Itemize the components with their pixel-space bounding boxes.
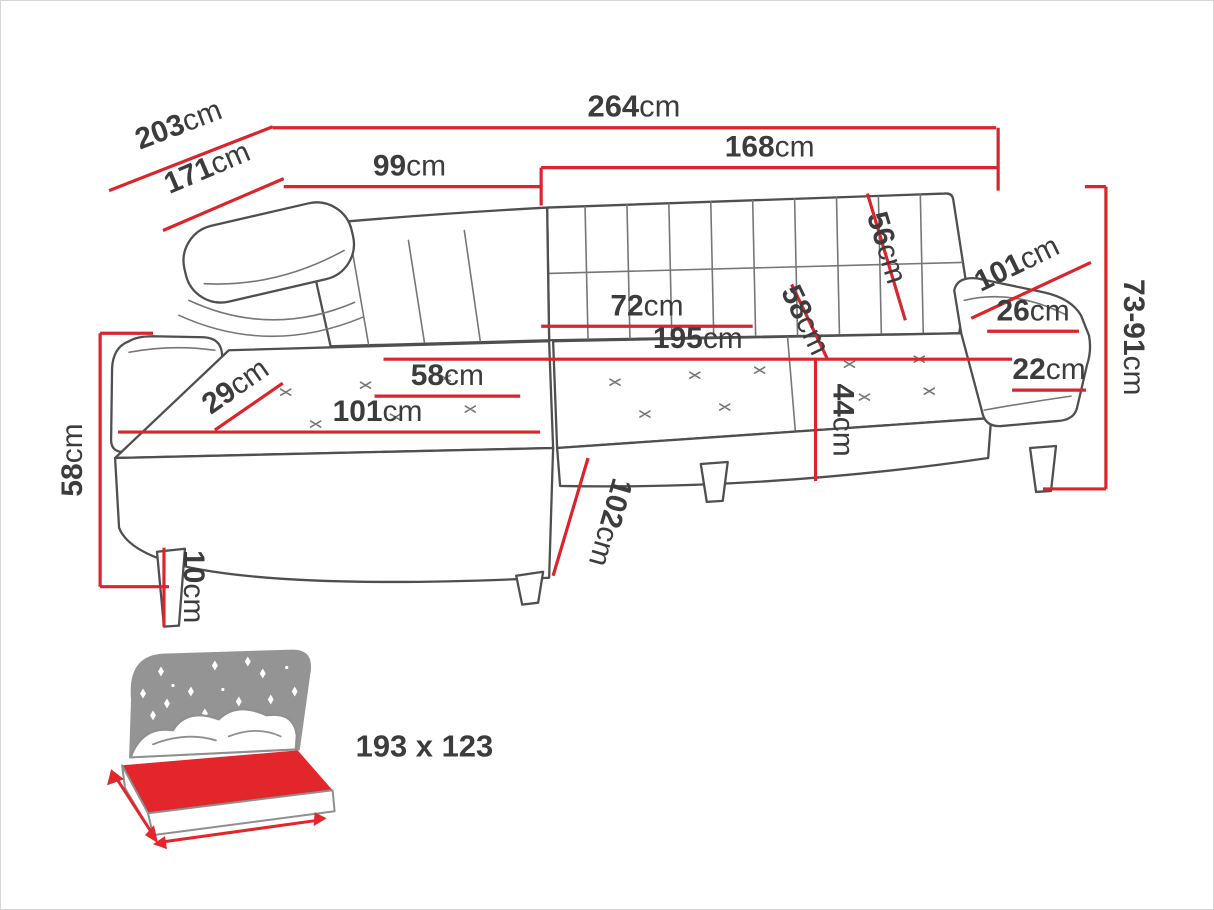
dimension-line-inner-depth bbox=[162, 177, 285, 232]
bed-length-arrow bbox=[160, 818, 319, 844]
dimension-label-chaise-front-height: 102cm bbox=[582, 475, 638, 570]
dimension-label-back-cushion-width: 72cm bbox=[610, 289, 683, 322]
dimension-line-armrest-depth bbox=[970, 260, 1092, 320]
star-dot-icon bbox=[171, 683, 175, 688]
dimension-line-backrest-height bbox=[865, 193, 907, 321]
dimension-label-overall-width: 264cm bbox=[588, 89, 681, 124]
dimension-label-leg-height: 10cm bbox=[177, 550, 210, 623]
dimension-line-back-right-width bbox=[539, 166, 999, 206]
dimension-label-back-height-range: 73-91cm bbox=[1117, 279, 1150, 395]
backrest-left-tufts bbox=[351, 229, 482, 346]
dimension-label-armrest-front-width: 22cm bbox=[1012, 353, 1085, 386]
bed-width-arrowhead-icon bbox=[107, 769, 125, 786]
chaise-front-panel bbox=[113, 446, 555, 584]
dimension-label-back-right-width: 168cm bbox=[725, 131, 815, 164]
dimension-label-chaise-cushion-width: 58cm bbox=[411, 359, 484, 392]
star-dot-icon bbox=[285, 665, 289, 670]
main-front-panel bbox=[555, 416, 993, 488]
headrest bbox=[182, 201, 356, 304]
bed-width-arrowhead-icon bbox=[145, 825, 158, 844]
main-seat-seam bbox=[786, 336, 797, 435]
dimension-line-back-cushion-height bbox=[790, 283, 829, 360]
headrest-crease bbox=[203, 249, 345, 285]
sleeping-area-icon bbox=[107, 649, 336, 850]
dimension-label-armrest-top-width: 26cm bbox=[996, 294, 1069, 327]
dimension-line-corner-width bbox=[213, 381, 284, 432]
bed-duvet bbox=[130, 708, 298, 759]
star-dot-icon bbox=[221, 687, 225, 692]
dimension-line-overall-width bbox=[272, 126, 1000, 191]
dimension-label-inner-depth: 171cm bbox=[159, 135, 255, 200]
backrest-fold-lines bbox=[178, 299, 364, 338]
bed-mattress-surface bbox=[122, 750, 333, 814]
dimension-line-side-height bbox=[98, 331, 169, 589]
dimension-line-back-height-range bbox=[1043, 184, 1108, 491]
bed-duvet-folds bbox=[152, 729, 282, 746]
dimension-line-chaise-front-height bbox=[551, 457, 590, 577]
sofa-drawing bbox=[109, 192, 1092, 628]
dimension-line-total-depth bbox=[108, 125, 274, 193]
dimension-label-back-left-width: 99cm bbox=[373, 150, 446, 183]
dimension-label-seat-width: 195cm bbox=[653, 322, 743, 355]
dimension-label-seat-front-height: 44cm bbox=[827, 383, 860, 456]
bed-width-arrow bbox=[115, 778, 154, 834]
dimension-label-chaise-width: 101cm bbox=[333, 395, 423, 428]
bed-length-arrowhead-icon bbox=[313, 812, 327, 827]
backrest-crease bbox=[548, 261, 964, 275]
headrest-cushion bbox=[182, 201, 356, 304]
dimension-label-side-height: 58cm bbox=[56, 423, 89, 496]
bed-length-arrowhead-icon bbox=[153, 836, 167, 850]
sofa-legs bbox=[155, 444, 1058, 628]
dimension-lines bbox=[98, 125, 1108, 627]
left-armrest-crease bbox=[128, 346, 216, 354]
sleeping-area-size-label: 193 x 123 bbox=[356, 728, 494, 763]
